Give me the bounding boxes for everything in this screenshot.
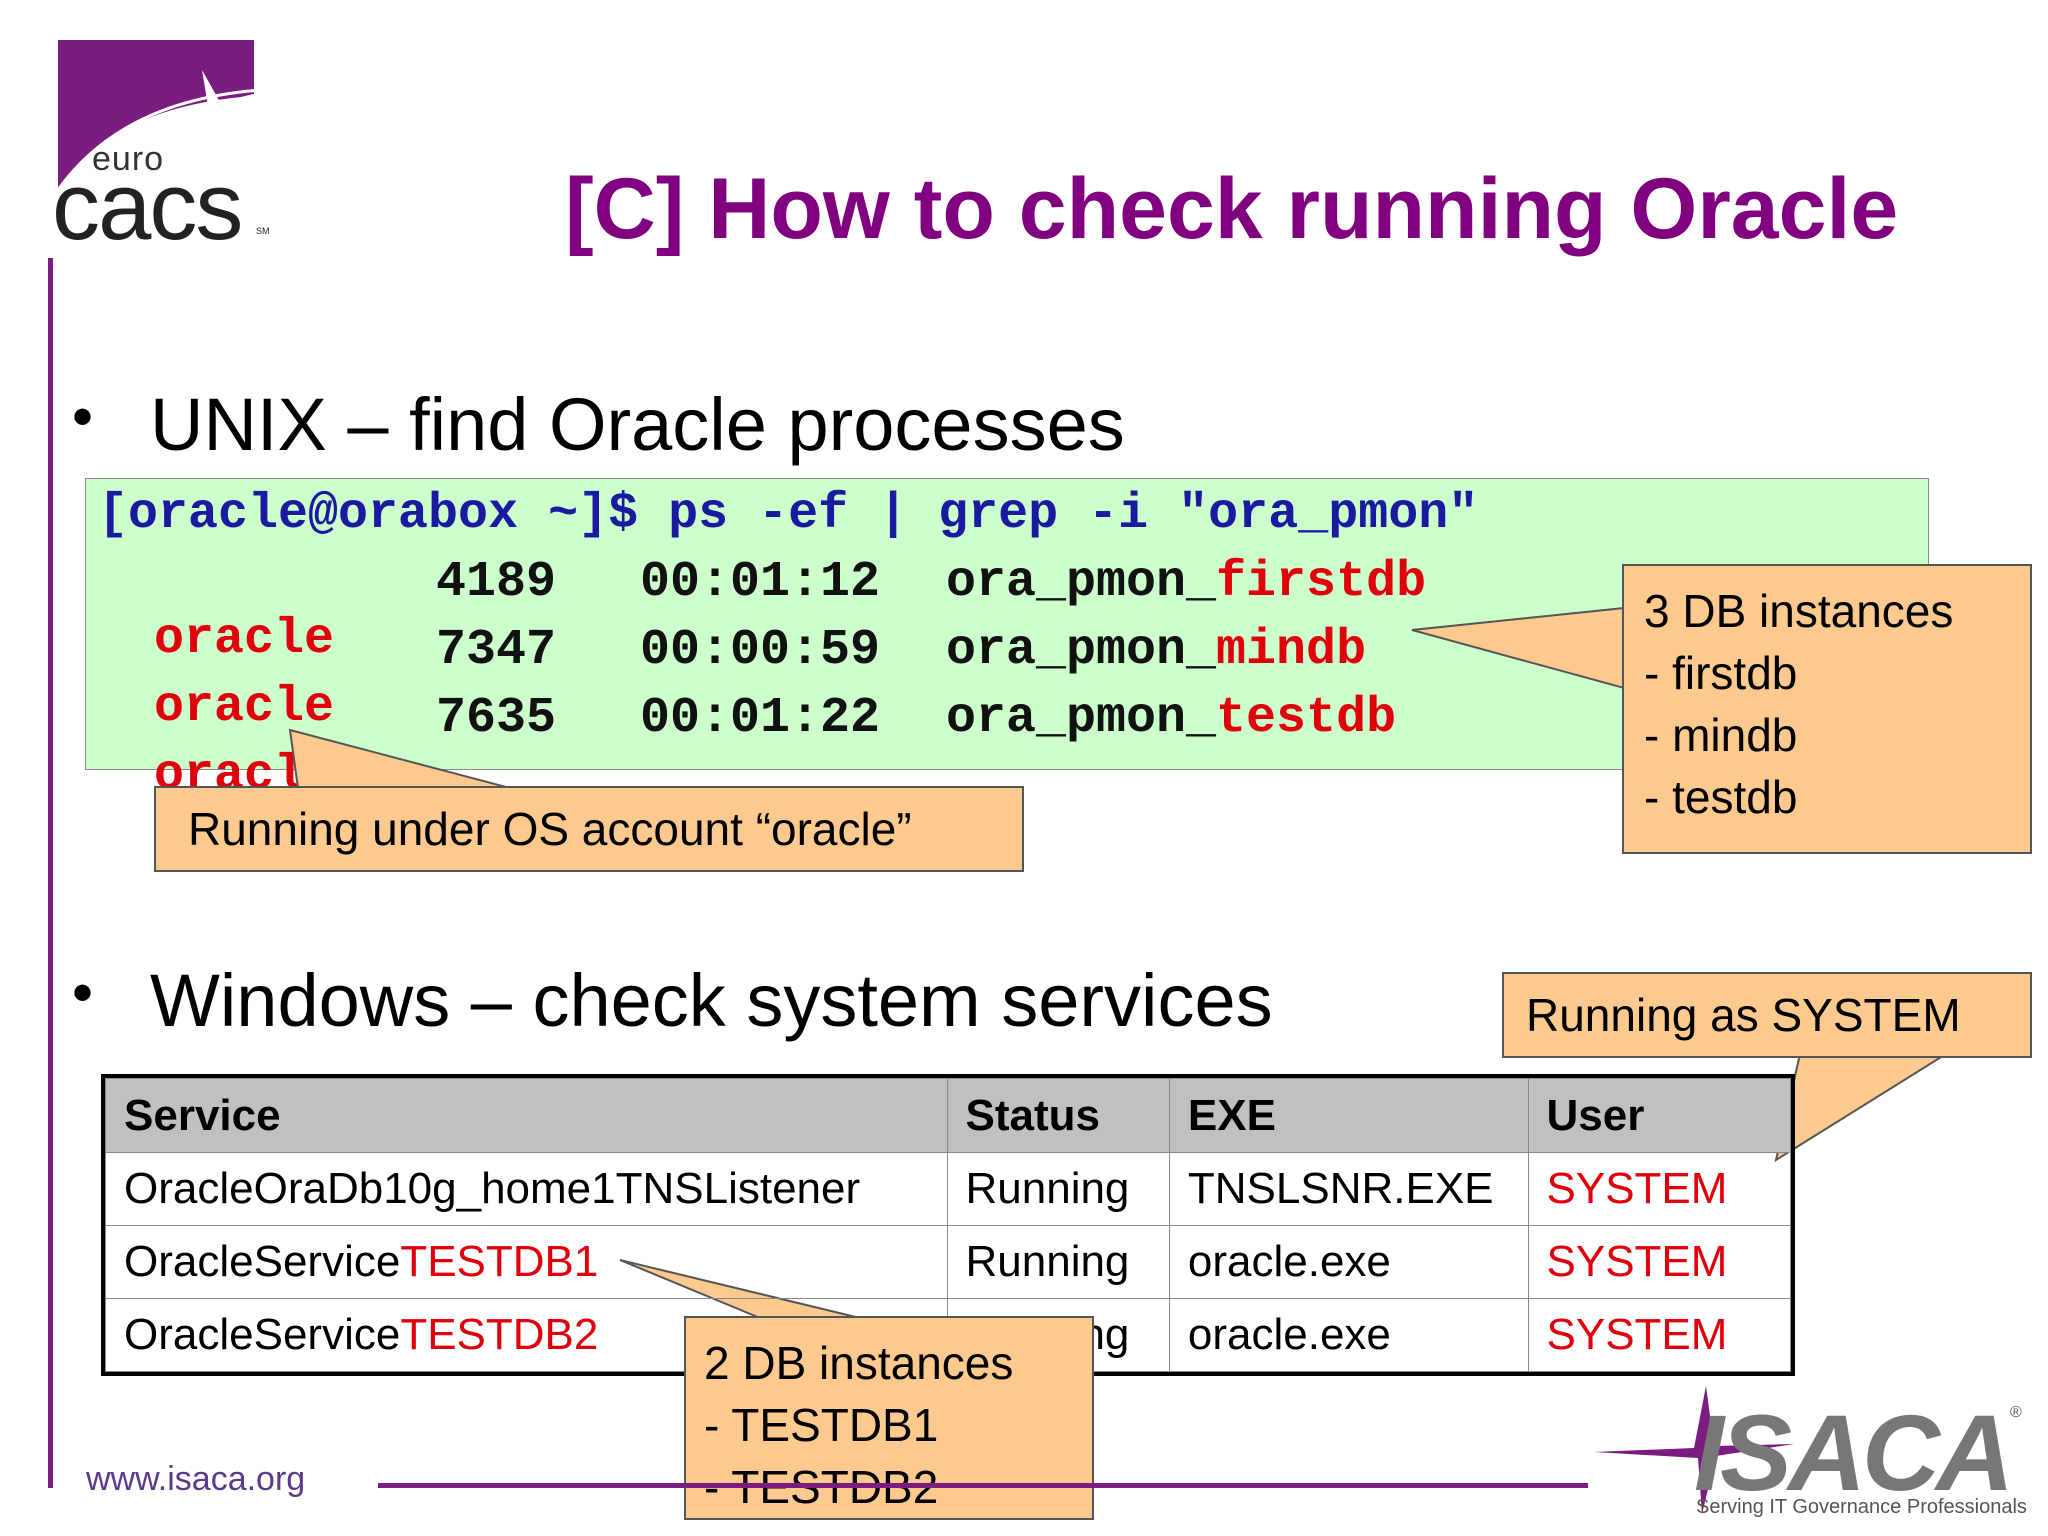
process-time: 00:01:12	[640, 554, 881, 611]
slide-title: [C] How to check running Oracle	[565, 161, 1899, 257]
process-name: ora_pmon_firstdb	[946, 554, 1426, 611]
process-name: ora_pmon_mindb	[946, 622, 1366, 679]
service-name: OracleService	[124, 1237, 401, 1286]
table-row: OracleServiceTESTDB1 Running oracle.exe …	[105, 1225, 1791, 1299]
cell-user: SYSTEM	[1527, 1298, 1791, 1372]
cell-exe: oracle.exe	[1168, 1225, 1529, 1299]
callout-unix-instances: 3 DB instances - firstdb - mindb - testd…	[1622, 564, 2032, 854]
terminal-row: oracle	[94, 554, 334, 668]
logo-euro-text: euro	[92, 140, 165, 178]
bullet-dot: •	[72, 383, 94, 450]
callout-win-instances: 2 DB instances - TESTDB1 - TESTDB2	[684, 1316, 1094, 1520]
cell-status: Running	[946, 1152, 1170, 1226]
service-name: OracleService	[124, 1310, 401, 1359]
table-header-row: Service Status EXE User	[105, 1078, 1791, 1153]
eurocacs-logo	[56, 40, 263, 191]
process-prefix: ora_pmon_	[946, 690, 1217, 747]
process-pid: 7347	[436, 622, 557, 679]
terminal-row: oracle	[94, 622, 334, 736]
logo-sm-mark: SM	[256, 226, 270, 236]
bullet-dot: •	[72, 959, 94, 1026]
process-time: 00:01:22	[640, 690, 881, 747]
terminal-command: [oracle@orabox ~]$ ps -ef | grep -i "ora…	[98, 486, 1479, 543]
header-status: Status	[946, 1078, 1170, 1153]
cell-status: Running	[946, 1225, 1170, 1299]
callout-win-instances-text: 2 DB instances - TESTDB1 - TESTDB2	[704, 1337, 1014, 1513]
process-name: ora_pmon_testdb	[946, 690, 1396, 747]
cell-exe: TNSLSNR.EXE	[1168, 1152, 1529, 1226]
callout-system-text: Running as SYSTEM	[1526, 989, 1961, 1041]
service-instance: TESTDB2	[400, 1310, 599, 1359]
footer-divider	[378, 1483, 1588, 1488]
isaca-tagline: Serving IT Governance Professionals	[1696, 1496, 2027, 1518]
isaca-logo-text: ISACA	[1694, 1392, 2014, 1513]
service-instance: TESTDB1	[400, 1237, 599, 1286]
header-service: Service	[105, 1078, 948, 1153]
windows-heading: Windows – check system services	[150, 959, 1273, 1042]
process-db: firstdb	[1216, 554, 1427, 611]
service-name: OracleOraDb10g_home1TNSListener	[124, 1164, 861, 1213]
left-accent-line	[48, 258, 53, 1488]
isaca-registered-mark: ®	[2010, 1404, 2022, 1421]
header-user: User	[1527, 1078, 1791, 1153]
cell-exe: oracle.exe	[1168, 1298, 1529, 1372]
cell-service: OracleOraDb10g_home1TNSListener	[105, 1152, 948, 1226]
process-prefix: ora_pmon_	[946, 554, 1217, 611]
process-db: mindb	[1216, 622, 1367, 679]
unix-heading: UNIX – find Oracle processes	[150, 383, 1125, 466]
isaca-star-icon	[1594, 1386, 1794, 1514]
process-prefix: ora_pmon_	[946, 622, 1217, 679]
callout-os-account-text: Running under OS account “oracle”	[188, 803, 912, 855]
cell-user: SYSTEM	[1527, 1225, 1791, 1299]
process-db: testdb	[1216, 690, 1397, 747]
process-user: oracle	[154, 611, 335, 668]
table-row: OracleOraDb10g_home1TNSListener Running …	[105, 1152, 1791, 1226]
process-pid: 7635	[436, 690, 557, 747]
process-user: oracle	[154, 679, 335, 736]
process-pid: 4189	[436, 554, 557, 611]
logo-cacs-text: cacs	[52, 153, 243, 260]
process-time: 00:00:59	[640, 622, 881, 679]
callout-system: Running as SYSTEM	[1502, 972, 2032, 1058]
footer-url[interactable]: www.isaca.org	[86, 1460, 306, 1498]
cell-service: OracleServiceTESTDB1	[105, 1225, 948, 1299]
header-exe: EXE	[1168, 1078, 1529, 1153]
services-table: Service Status EXE User OracleOraDb10g_h…	[101, 1074, 1795, 1376]
callout-os-account: Running under OS account “oracle”	[154, 786, 1024, 872]
cell-user: SYSTEM	[1527, 1152, 1791, 1226]
callout-unix-instances-text: 3 DB instances - firstdb - mindb - testd…	[1644, 585, 1954, 823]
